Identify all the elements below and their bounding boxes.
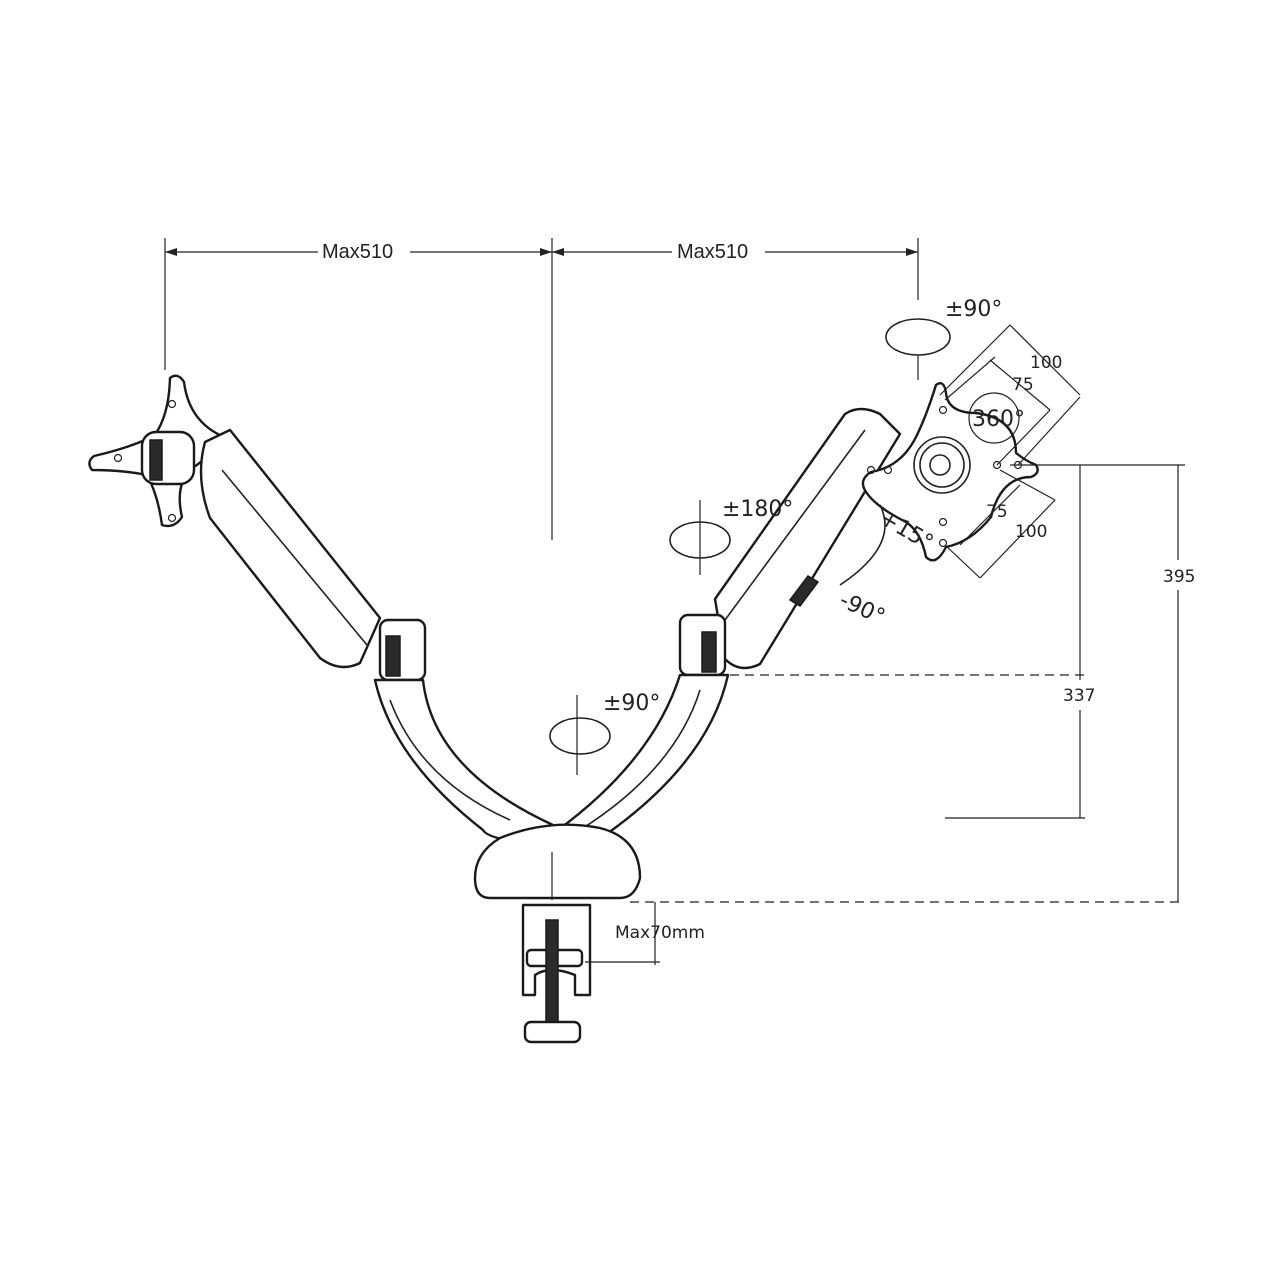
rotation-label: 360° <box>972 407 1025 432</box>
clamp-dimension: Max70mm <box>585 902 705 965</box>
right-monitor-arm <box>556 407 902 842</box>
tilt-top-indicator: ±90° <box>885 297 1002 356</box>
height-min-label: 337 <box>1063 686 1095 706</box>
vesa-inner-top-label: 75 <box>1012 375 1034 395</box>
vesa-outer-bottom-label: 100 <box>1015 522 1047 542</box>
reach-dimensions: Max510 Max510 <box>164 238 919 540</box>
height-max-label: 395 <box>1163 567 1195 587</box>
left-vesa-plate <box>88 374 226 528</box>
tilt-down-label: -90° <box>835 588 888 630</box>
vesa-inner-bottom-label: 75 <box>986 502 1008 522</box>
vesa-outer-top-label: 100 <box>1030 353 1062 373</box>
desk-base-clamp <box>473 823 642 1044</box>
clamp-thickness-label: Max70mm <box>615 923 705 943</box>
reach-left-label: Max510 <box>322 241 393 263</box>
swivel-arm-indicator: ±180° <box>669 497 793 575</box>
height-dimensions: 337 395 <box>630 464 1200 903</box>
swivel-base-indicator: ±90° <box>549 691 660 775</box>
swivel-base-label: ±90° <box>603 691 660 716</box>
left-monitor-arm <box>199 428 555 847</box>
right-vesa-plate: 360° 100 75 75 100 <box>861 324 1081 579</box>
swivel-arm-label: ±180° <box>722 497 793 522</box>
tilt-top-label: ±90° <box>945 297 1002 322</box>
reach-right-label: Max510 <box>677 241 748 263</box>
